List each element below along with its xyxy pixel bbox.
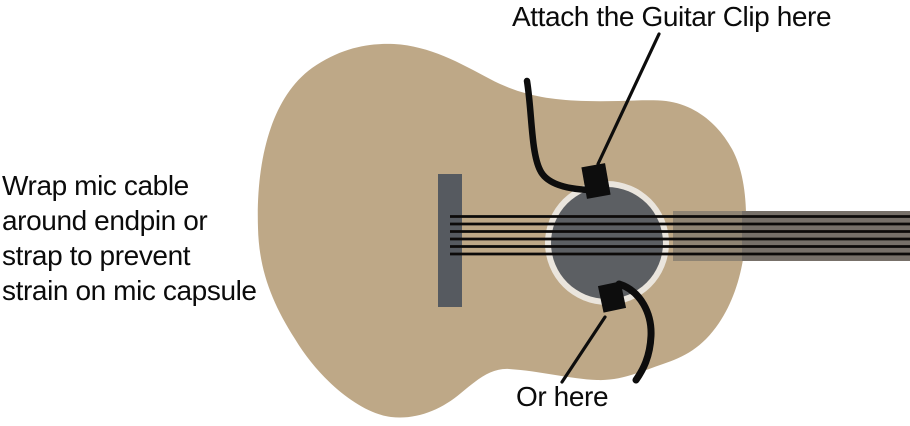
guitar-clip-bottom bbox=[597, 281, 627, 313]
guitar-strings bbox=[450, 215, 910, 256]
guitar-clip-bottom-body bbox=[597, 281, 627, 313]
pointer-line-top bbox=[596, 32, 661, 166]
wrap-cable-line-3: strap to prevent bbox=[2, 240, 191, 271]
guitar-clip-top bbox=[581, 163, 611, 199]
wrap-cable-line-4: strain on mic capsule bbox=[2, 275, 257, 306]
wrap-cable-line-1: Wrap mic cable bbox=[2, 170, 189, 201]
wrap-cable-label: Wrap mic cable around endpin or strap to… bbox=[2, 168, 257, 308]
soundhole bbox=[551, 187, 663, 299]
guitar-bridge bbox=[438, 174, 462, 307]
attach-clip-label: Attach the Guitar Clip here bbox=[512, 1, 832, 32]
pointer-line-bottom bbox=[560, 315, 607, 384]
guitar-clip-top-body bbox=[581, 163, 611, 199]
mic-cable-top bbox=[523, 77, 594, 194]
mic-cable-bottom bbox=[615, 280, 655, 384]
wrap-cable-line-2: around endpin or bbox=[2, 205, 208, 236]
or-here-label: Or here bbox=[516, 381, 609, 412]
